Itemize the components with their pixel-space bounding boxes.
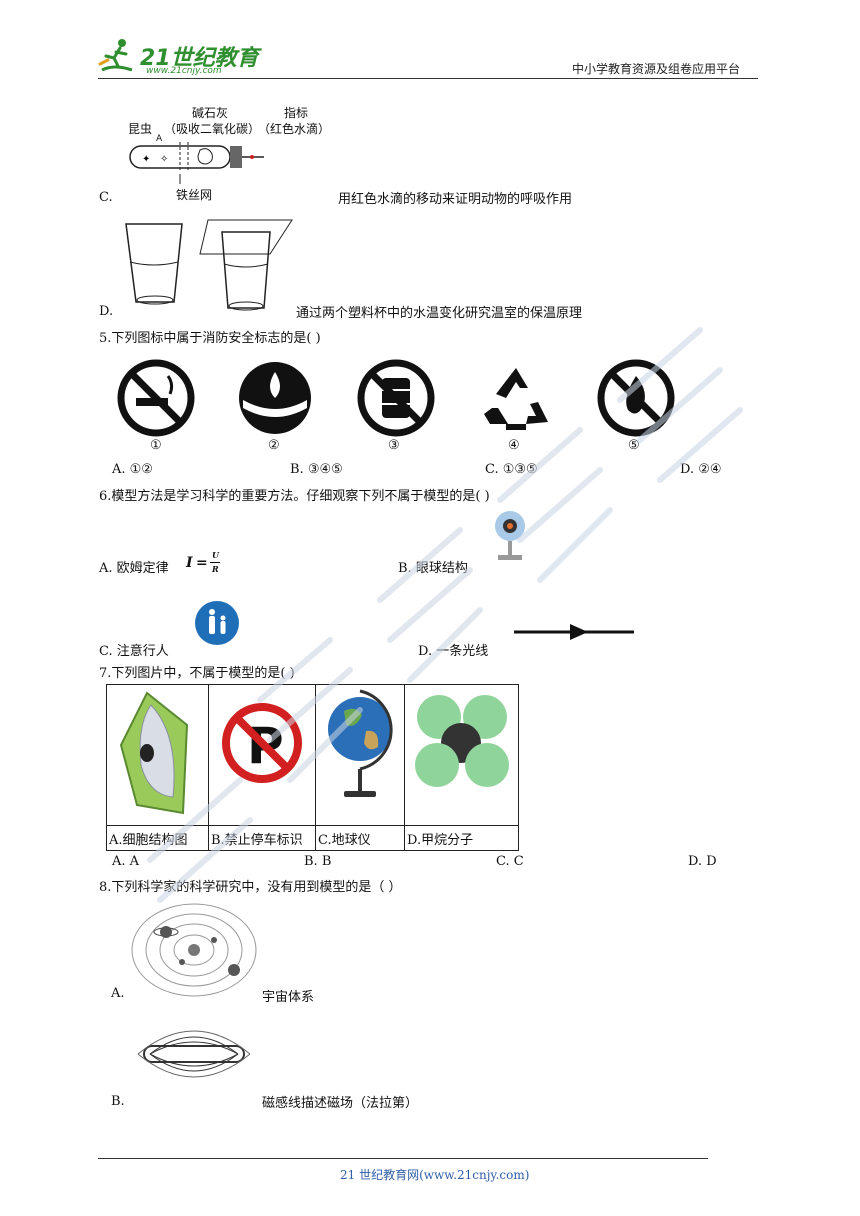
no-parking-sign-icon: P: [222, 703, 302, 783]
q6-option-c[interactable]: C. 注意行人: [99, 644, 169, 659]
footer-text: 21 世纪教育网(www.21cnjy.com): [340, 1168, 530, 1182]
q5-num-4: ④: [508, 438, 520, 453]
q8-stem: 8.下列科学家的科学研究中，没有用到模型的是（ ）: [99, 880, 402, 895]
q7-cell-a-image: [106, 684, 209, 826]
q5-num-2: ②: [268, 438, 280, 453]
plant-cell-icon: [119, 691, 189, 815]
magnetic-field-lines-icon: [137, 1030, 251, 1078]
methane-molecule-icon: [415, 695, 509, 787]
plastic-cups-icon: [125, 219, 293, 311]
q8-a-label: A.: [111, 986, 125, 1001]
runner-logo-icon: [98, 39, 133, 72]
q4-c-figure: 昆虫 A 碱石灰 （吸收二氧化碳） 指标 （红色水滴） ✦ ✧ 铁丝网: [120, 102, 350, 202]
q6-stem: 6.模型方法是学习科学的重要方法。仔细观察下列不属于模型的是( ): [99, 489, 490, 504]
ohm-law-formula: I = U R: [186, 550, 226, 576]
no-fire-sign-icon: [597, 359, 675, 437]
q5-option-d[interactable]: D. ②④: [680, 462, 722, 477]
fig-label-indicator: 指标: [284, 106, 309, 120]
water-drop-sign-icon: [239, 362, 311, 434]
fig-label-lime-note: （吸收二氧化碳）: [164, 122, 261, 136]
formula-u: U: [212, 550, 219, 560]
q7-cell-d-image: [404, 684, 519, 826]
q7-cell-c-image: [315, 684, 405, 826]
q8-a-text: 宇宙体系: [262, 990, 315, 1005]
q7-option-c[interactable]: C. C: [496, 854, 524, 869]
q8-b-label: B.: [111, 1094, 125, 1109]
q6-option-a[interactable]: A. 欧姆定律: [99, 561, 169, 576]
q6-option-b[interactable]: B. 眼球结构: [398, 561, 468, 576]
q5-num-1: ①: [150, 438, 162, 453]
fig-label-lime: 碱石灰: [192, 106, 229, 120]
q5-option-c[interactable]: C. ①③⑤: [485, 462, 538, 477]
q7-caption-a: A.细胞结构图: [106, 825, 209, 851]
q5-stem: 5.下列图标中属于消防安全标志的是( ): [99, 331, 321, 346]
svg-text:✧: ✧: [160, 154, 168, 165]
q5-option-b[interactable]: B. ③④⑤: [290, 462, 343, 477]
svg-text:✦: ✦: [142, 154, 150, 165]
recycle-sign-icon: [484, 368, 548, 430]
q4-d-label: D.: [99, 304, 114, 319]
q4-c-text: 用红色水滴的移动来证明动物的呼吸作用: [338, 192, 573, 207]
q7-option-b[interactable]: B. B: [304, 854, 332, 869]
q5-num-3: ③: [388, 438, 400, 453]
q6-option-d[interactable]: D. 一条光线: [418, 644, 489, 659]
formula-eq: =: [196, 555, 208, 571]
fig-label-indicator-note: （红色水滴）: [258, 122, 331, 136]
q7-caption-d: D.甲烷分子: [404, 825, 519, 851]
logo-main-text: 21世纪教育: [140, 46, 259, 71]
q7-cell-b-image: P: [208, 684, 316, 826]
pedestrian-sign-icon: [195, 601, 239, 645]
respiration-tube-icon: ✦ ✧: [129, 142, 264, 184]
no-smoking-sign-icon: [117, 359, 195, 437]
q4-c-label: C.: [99, 190, 113, 205]
q7-option-a[interactable]: A. A: [112, 854, 140, 869]
footer-rule: [98, 1158, 708, 1159]
logo-sub-text: www.21cnjy.com: [146, 66, 222, 76]
q7-stem: 7.下列图片中，不属于模型的是( ): [99, 666, 295, 681]
q5-num-5: ⑤: [628, 438, 640, 453]
q8-b-text: 磁感线描述磁场（法拉第）: [262, 1096, 419, 1111]
q7-option-d[interactable]: D. D: [688, 854, 717, 869]
q7-caption-c: C.地球仪: [315, 825, 405, 851]
logo: 21世纪教育 www.21cnjy.com: [96, 36, 266, 76]
header-right-text: 中小学教育资源及组卷应用平台: [572, 62, 741, 76]
solar-system-diagram-icon: [131, 903, 257, 997]
q5-option-a[interactable]: A. ①②: [112, 462, 153, 477]
q7-image-table: P A.细胞结构图 B.禁止停车标识: [106, 684, 519, 851]
no-barrel-sign-icon: [357, 359, 435, 437]
header-rule: [98, 78, 758, 79]
formula-i: I: [186, 555, 193, 571]
fig-label-mesh: 铁丝网: [176, 188, 213, 202]
q7-caption-b: B.禁止停车标识: [208, 825, 316, 851]
q4-d-text: 通过两个塑料杯中的水温变化研究温室的保温原理: [296, 306, 583, 321]
light-ray-arrow-icon: [514, 624, 634, 640]
fig-label-a: A: [156, 134, 163, 144]
globe-icon: [328, 689, 393, 797]
formula-r: R: [212, 564, 219, 574]
fig-label-insect: 昆虫: [128, 122, 153, 136]
eyeball-model-icon: [495, 511, 525, 560]
